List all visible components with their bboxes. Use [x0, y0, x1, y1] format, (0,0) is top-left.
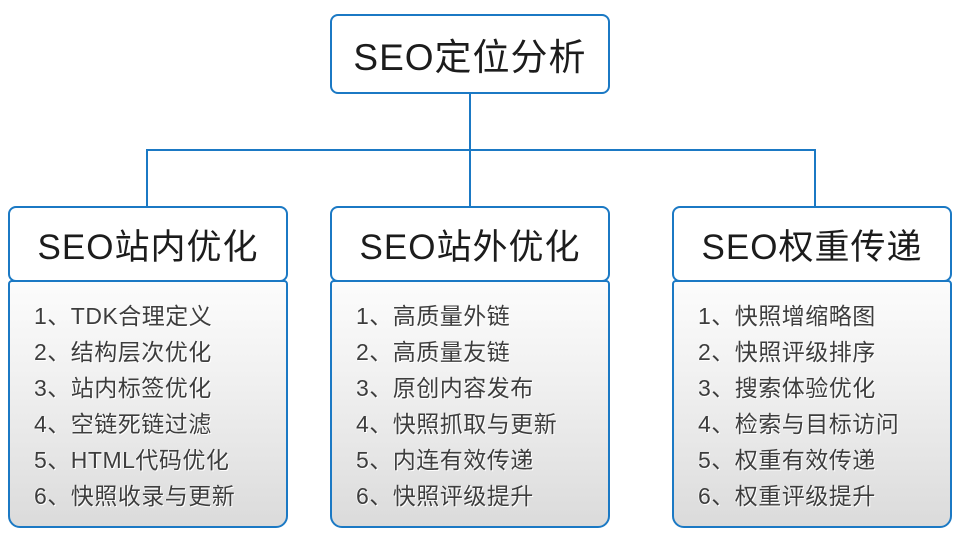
root-node: SEO定位分析 [330, 14, 610, 94]
list-item: 1、快照增缩略图 [698, 303, 876, 329]
column-header: SEO站内优化 [8, 206, 288, 282]
list-item: 2、结构层次优化 [34, 339, 212, 365]
column-item-list: 1、快照增缩略图 2、快照评级排序 3、搜索体验优化 4、检索与目标访问 5、权… [672, 280, 952, 528]
column-header: SEO权重传递 [672, 206, 952, 282]
column-item-list: 1、TDK合理定义 2、结构层次优化 3、站内标签优化 4、空链死链过滤 5、H… [8, 280, 288, 528]
list-item: 2、高质量友链 [356, 339, 511, 365]
list-item: 1、高质量外链 [356, 303, 511, 329]
list-item: 3、站内标签优化 [34, 375, 212, 401]
list-item: 3、搜索体验优化 [698, 375, 876, 401]
list-item: 4、检索与目标访问 [698, 411, 900, 437]
list-item: 5、权重有效传递 [698, 447, 876, 473]
column-onsite-optimization: SEO站内优化 1、TDK合理定义 2、结构层次优化 3、站内标签优化 4、空链… [8, 206, 288, 528]
list-item: 5、内连有效传递 [356, 447, 534, 473]
list-item: 4、空链死链过滤 [34, 411, 212, 437]
list-item: 2、快照评级排序 [698, 339, 876, 365]
column-header-label: SEO权重传递 [701, 227, 923, 267]
column-offsite-optimization: SEO站外优化 1、高质量外链 2、高质量友链 3、原创内容发布 4、快照抓取与… [330, 206, 610, 528]
column-header-label: SEO站内优化 [37, 227, 259, 267]
list-item: 3、原创内容发布 [356, 375, 534, 401]
column-item-list: 1、高质量外链 2、高质量友链 3、原创内容发布 4、快照抓取与更新 5、内连有… [330, 280, 610, 528]
list-item: 4、快照抓取与更新 [356, 411, 558, 437]
connector-horizontal [146, 149, 816, 151]
list-item: 5、HTML代码优化 [34, 447, 230, 473]
column-header: SEO站外优化 [330, 206, 610, 282]
column-header-label: SEO站外优化 [359, 227, 581, 267]
root-node-label: SEO定位分析 [353, 37, 587, 78]
connector-middle-vertical [469, 149, 471, 207]
connector-right-vertical [814, 149, 816, 207]
list-item: 6、快照收录与更新 [34, 483, 236, 509]
list-item: 6、权重评级提升 [698, 483, 876, 509]
column-weight-transfer: SEO权重传递 1、快照增缩略图 2、快照评级排序 3、搜索体验优化 4、检索与… [672, 206, 952, 528]
connector-root-vertical [469, 94, 471, 151]
list-item: 1、TDK合理定义 [34, 303, 213, 329]
list-item: 6、快照评级提升 [356, 483, 534, 509]
connector-left-vertical [146, 149, 148, 207]
